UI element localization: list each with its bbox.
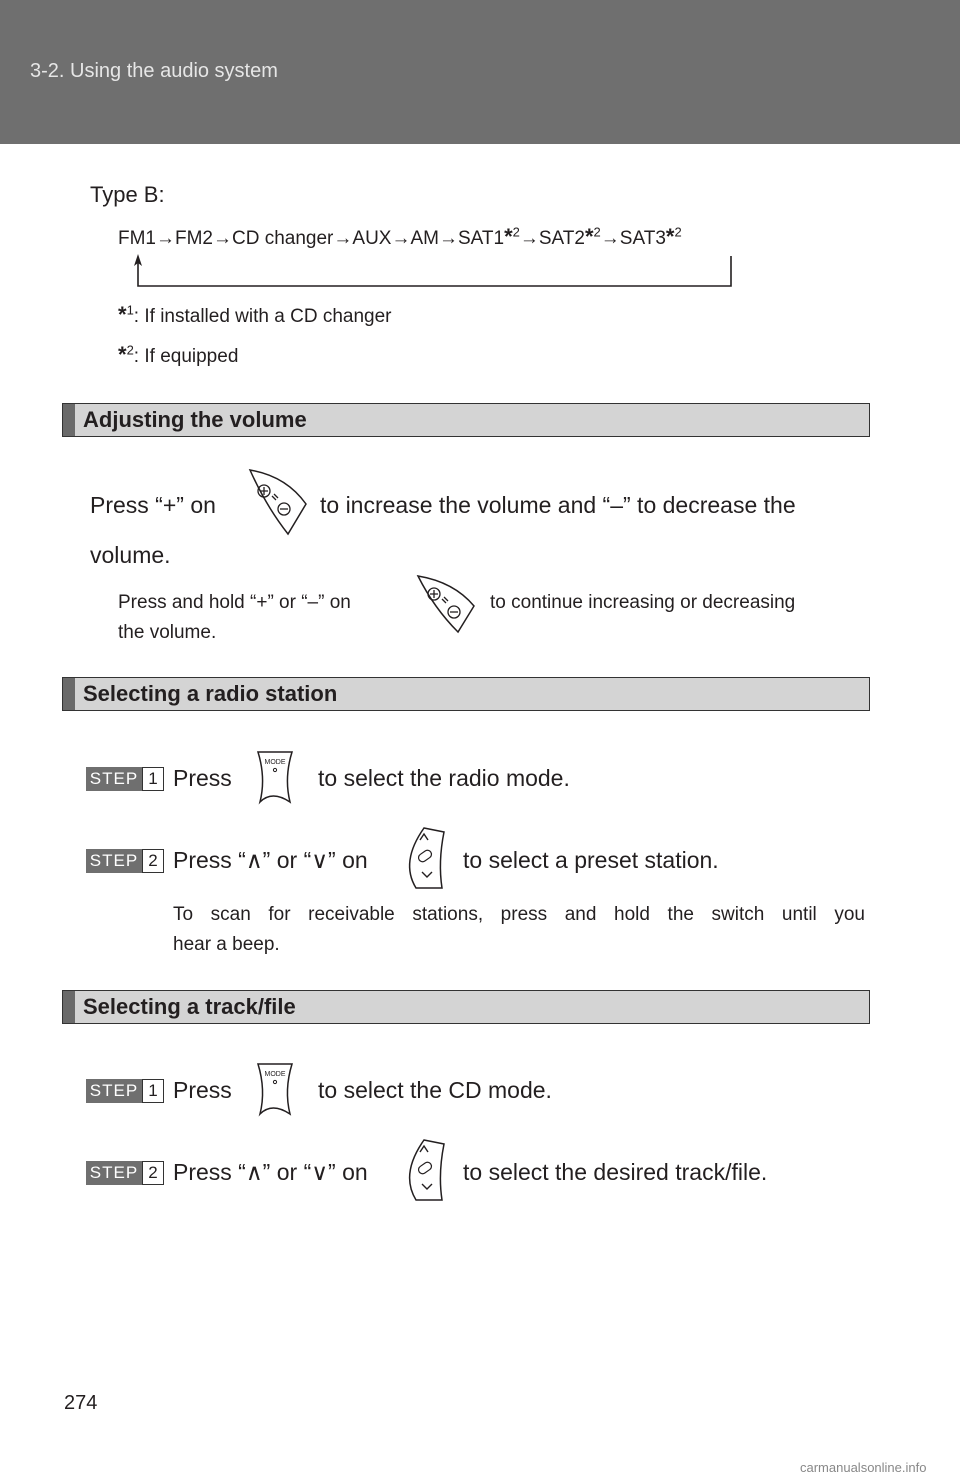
mode-item: SAT3 xyxy=(619,228,666,249)
svg-text:MODE: MODE xyxy=(265,759,286,766)
radio-note-line-1: To scan for receivable stations, press a… xyxy=(173,904,865,925)
mode-item: SAT2 xyxy=(538,228,585,249)
section-title: Selecting a radio station xyxy=(83,681,338,706)
track-step2-a: Press “∧” or “∨” on xyxy=(173,1159,368,1185)
volume-switch-icon xyxy=(416,575,475,634)
volume-note-b: to continue increasing or decreasing xyxy=(490,592,796,613)
arrow-icon: → xyxy=(213,228,232,249)
footnote-2: *2: If equipped xyxy=(118,342,239,367)
radio-step1-b: to select the radio mode. xyxy=(318,765,570,791)
watermark: carmanualsonline.info xyxy=(800,1460,927,1475)
section-heading-radio: Selecting a radio station xyxy=(62,677,870,711)
mode-item: CD changer xyxy=(232,228,334,249)
section-title: Adjusting the volume xyxy=(83,407,307,432)
arrow-icon: → xyxy=(519,228,539,249)
loop-back-arrow xyxy=(134,254,732,287)
volume-switch-icon xyxy=(248,469,307,536)
type-b-label: Type B: xyxy=(90,182,165,207)
arrow-icon: → xyxy=(438,228,458,249)
mode-sequence: FM1→FM2→CD changer→AUX→AM→SAT1*2→SAT2*2→… xyxy=(118,224,682,249)
volume-text-c: volume. xyxy=(90,542,171,568)
radio-note-line-2: hear a beep. xyxy=(173,934,280,955)
radio-step2-a: Press “∧” or “∨” on xyxy=(173,847,368,873)
mode-item: FM1 xyxy=(118,228,156,249)
mode-button-icon: MODE xyxy=(256,1063,294,1117)
page-number: 274 xyxy=(64,1392,98,1414)
volume-note-c: the volume. xyxy=(118,622,217,643)
mode-item: AUX xyxy=(352,228,392,249)
volume-note-a: Press and hold “+” or “–” on xyxy=(118,592,351,613)
radio-step2-b: to select a preset station. xyxy=(463,847,719,873)
mode-button-icon: MODE xyxy=(256,751,294,805)
arrow-icon: → xyxy=(600,228,620,249)
seek-switch-icon xyxy=(408,827,445,889)
svg-text:MODE: MODE xyxy=(265,1071,286,1078)
section-title: Selecting a track/file xyxy=(83,994,296,1019)
section-heading-volume: Adjusting the volume xyxy=(62,403,870,437)
track-step1-a: Press xyxy=(173,1077,232,1103)
mode-item: AM xyxy=(410,228,439,249)
mode-item: FM2 xyxy=(175,228,213,249)
header-band: 3-2. Using the audio system xyxy=(0,0,960,144)
seek-switch-icon xyxy=(408,1139,445,1201)
arrow-icon: → xyxy=(333,228,353,249)
radio-step1-a: Press xyxy=(173,765,232,791)
footnote-1: *1: If installed with a CD changer xyxy=(118,302,392,327)
track-step2-b: to select the desired track/file. xyxy=(463,1159,768,1185)
breadcrumb: 3-2. Using the audio system xyxy=(30,60,278,82)
section-heading-track: Selecting a track/file xyxy=(62,990,870,1024)
arrow-icon: → xyxy=(156,228,175,249)
volume-text-a: Press “+” on xyxy=(90,492,216,518)
track-step1-b: to select the CD mode. xyxy=(318,1077,552,1103)
arrow-icon: → xyxy=(391,228,411,249)
volume-text-b: to increase the volume and “–” to decrea… xyxy=(320,492,796,518)
mode-item: SAT1 xyxy=(457,228,505,249)
